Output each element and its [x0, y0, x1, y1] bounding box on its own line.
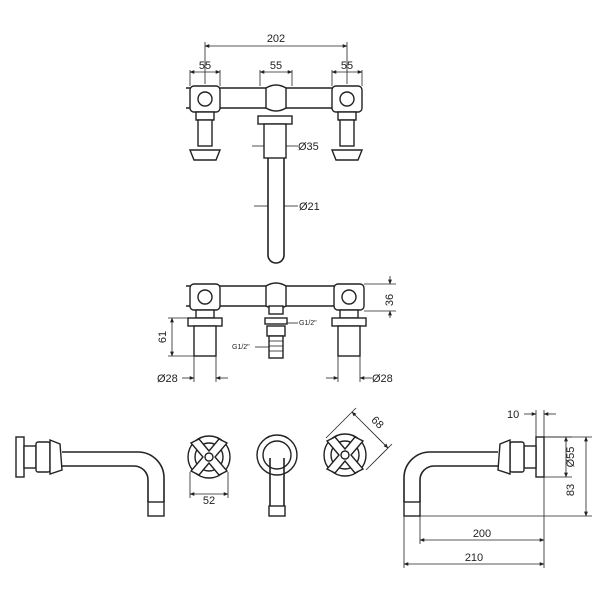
- center-fitting: [265, 84, 287, 112]
- dim-top-spread: 202: [267, 33, 285, 45]
- dim-spout-reach-200: 200: [473, 528, 491, 540]
- dim-flange-dia: Ø55: [565, 447, 577, 468]
- right-side-view: 10 Ø55 83 200 210: [403, 409, 592, 568]
- dim-valve-right-dia: Ø28: [372, 373, 393, 385]
- dim-top-mid-spacing: 55: [270, 60, 282, 72]
- dim-handle-width: 52: [203, 495, 215, 507]
- spout-front: [256, 434, 298, 517]
- middle-view: G1/2" G1/2" 36 61 Ø28 Ø28: [157, 276, 396, 385]
- top-view: 202 55 55 55 Ø35 Ø21: [186, 33, 364, 264]
- right-wall-plate: [535, 436, 545, 478]
- dim-height-36: 36: [384, 294, 396, 306]
- left-side-view: [15, 436, 165, 517]
- center-threaded-pipe: [268, 335, 284, 359]
- dim-top-left-spacing: 55: [199, 60, 211, 72]
- right-valve-flange: [331, 317, 367, 327]
- spout-front-outlet: [268, 505, 286, 517]
- spout-body: [263, 123, 287, 159]
- right-spout-outlet: [403, 501, 421, 517]
- dim-flange-height: 83: [565, 484, 577, 496]
- dim-spout-body-dia: Ø35: [298, 141, 319, 153]
- cross-handle-rotated: 68: [323, 407, 393, 477]
- left-spout-outlet: [147, 501, 165, 517]
- left-valve-knob: [197, 91, 213, 107]
- dim-spout-pipe-dia: Ø21: [299, 201, 320, 213]
- dim-handle-diag: 68: [369, 414, 386, 431]
- cross-handle-front: 52: [187, 435, 231, 507]
- spout-pipe: [267, 158, 285, 264]
- right-handle: [330, 149, 364, 161]
- dim-height-61: 61: [157, 331, 169, 343]
- dim-spout-reach-210: 210: [465, 552, 483, 564]
- spout-collar: [257, 115, 293, 125]
- thread-label-1: G1/2": [299, 320, 317, 327]
- left-valve-flange: [187, 317, 223, 327]
- dim-valve-left-dia: Ø28: [157, 373, 178, 385]
- dim-flange-thickness: 10: [507, 409, 519, 421]
- thread-label-2: G1/2": [232, 344, 250, 351]
- left-valve-stem: [193, 325, 217, 357]
- left-wall-plate: [15, 436, 25, 478]
- right-valve-stem: [337, 325, 361, 357]
- right-valve-knob: [339, 91, 355, 107]
- center-nut: [264, 317, 288, 325]
- left-handle: [188, 149, 222, 161]
- dim-top-right-spacing: 55: [341, 60, 353, 72]
